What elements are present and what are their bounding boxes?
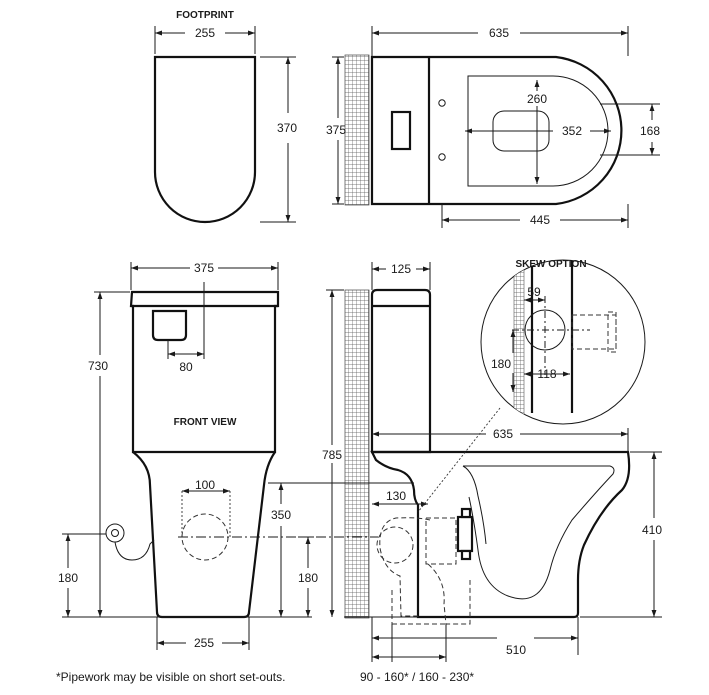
dim-front-height: 730	[88, 359, 108, 373]
dim-footprint-width: 255	[195, 26, 215, 40]
waste-connector	[456, 515, 474, 553]
flush-button-front	[151, 309, 188, 342]
waste-pipe-side	[376, 507, 474, 625]
dim-top-pan: 445	[530, 213, 550, 227]
wall-tiles-side	[344, 289, 370, 619]
dim-side-inlet: 180	[298, 571, 318, 585]
dim-top-depth: 375	[326, 123, 346, 137]
dim-top-length: 635	[489, 26, 509, 40]
dim-skew-height: 180	[491, 357, 511, 371]
dim-front-waste: 100	[195, 478, 215, 492]
dim-top-opening: 352	[562, 124, 582, 138]
dim-front-button: 80	[179, 360, 193, 374]
seat-outline	[467, 75, 609, 187]
skew-detail-circle	[480, 259, 646, 425]
top-outline	[370, 55, 623, 206]
dim-side-rim: 410	[642, 523, 662, 537]
footprint-shape	[153, 55, 257, 224]
seat-hinge-2	[438, 153, 446, 161]
footprint-view: FOOTPRINT 255 370	[153, 10, 297, 224]
bowl-inner-side	[463, 465, 615, 600]
dim-side-length: 635	[493, 427, 513, 441]
dim-skew-offset: 59	[527, 285, 541, 299]
dim-front-inlet: 180	[58, 571, 78, 585]
dim-front-base: 255	[194, 636, 214, 650]
skew-option-detail: SKEW OPTION 59 180 118	[417, 259, 646, 513]
footprint-title: FOOTPRINT	[176, 10, 234, 21]
setout-range-note: 90 - 160* / 160 - 230*	[360, 670, 474, 684]
dim-front-waste-height: 350	[271, 508, 291, 522]
skew-option-title: SKEW OPTION	[515, 259, 586, 270]
front-view: 375 80 FRONT VIEW 100 350 730 1	[58, 261, 318, 650]
wall-tiles-top	[344, 54, 370, 206]
pan-side	[370, 450, 631, 619]
dim-side-base: 510	[506, 643, 526, 657]
dim-front-cistern-width: 375	[194, 261, 214, 275]
front-view-title: FRONT VIEW	[174, 417, 237, 428]
side-view: 125 785 635 130 180	[282, 262, 662, 662]
dim-side-cistern: 125	[391, 262, 411, 276]
pan-front	[132, 451, 276, 619]
top-view: 635 375 260 352 168 445	[326, 26, 660, 228]
dim-side-height: 785	[322, 448, 342, 462]
flush-button-top	[390, 110, 412, 151]
seat-hinge-1	[438, 99, 446, 107]
dim-top-rear: 168	[640, 124, 660, 138]
water-inlet-valve	[105, 523, 155, 561]
skew-waste-outlet	[524, 309, 566, 351]
dim-footprint-depth: 370	[277, 121, 297, 135]
cistern-side	[370, 288, 432, 454]
dim-skew-width: 118	[537, 367, 556, 381]
pipework-note: *Pipework may be visible on short set-ou…	[56, 670, 285, 684]
dim-side-setout: 130	[386, 489, 406, 503]
dim-top-seat: 260	[527, 92, 547, 106]
